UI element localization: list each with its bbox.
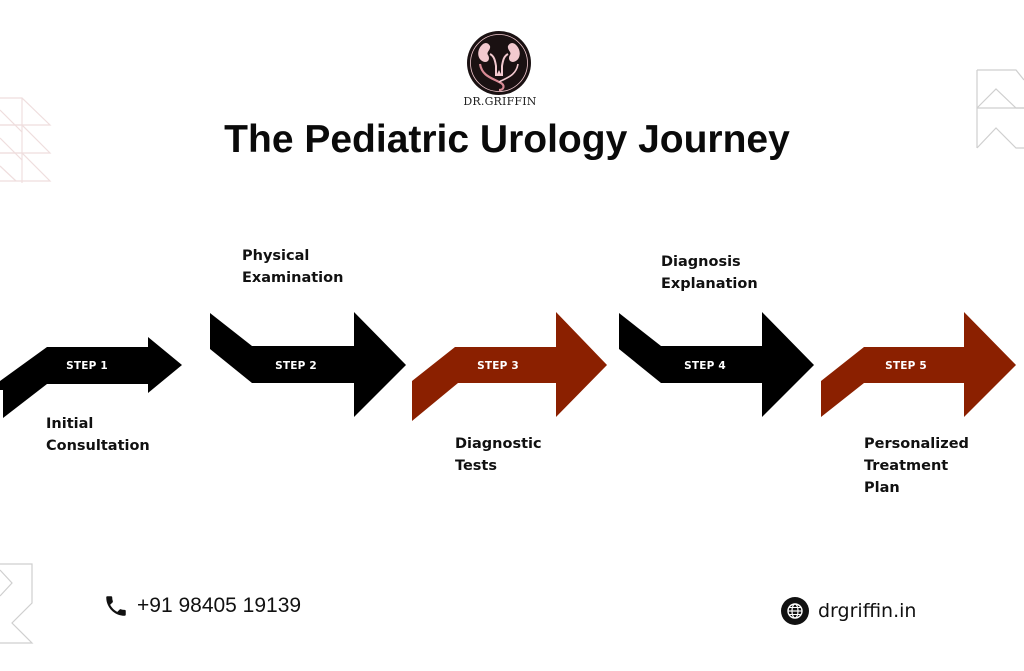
desc-line: Plan: [864, 480, 900, 496]
arrow-shape: [619, 312, 814, 417]
desc-line: Treatment: [864, 458, 949, 474]
kidney-logo-icon: [467, 31, 531, 95]
arrow-shape: [412, 312, 607, 421]
globe-icon: [781, 597, 809, 625]
brand-name: DR.GRIFFIN: [463, 95, 537, 108]
phone-number[interactable]: +91 98405 19139: [137, 594, 302, 617]
phone-contact[interactable]: +91 98405 19139: [103, 593, 301, 619]
arrow-shape: [210, 312, 406, 417]
step-label: STEP 5: [885, 360, 927, 372]
arrow-shape: [821, 312, 1016, 417]
step-arrow-1: STEP 1: [0, 337, 182, 418]
step-description-5: Personalized Treatment Plan: [864, 433, 969, 499]
step-label: STEP 1: [66, 360, 108, 372]
step-arrow-5: STEP 5: [821, 312, 1016, 417]
step-arrow-2: STEP 2: [210, 312, 406, 417]
desc-line: Diagnosis: [661, 254, 741, 270]
step-label: STEP 4: [684, 360, 726, 372]
desc-line: Examination: [242, 270, 344, 286]
step-arrow-4: STEP 4: [619, 312, 814, 417]
website-link[interactable]: drgriffin.in: [818, 600, 917, 622]
step-label: STEP 3: [477, 360, 519, 372]
desc-line: Explanation: [661, 276, 758, 292]
desc-line: Physical: [242, 248, 310, 264]
arrow-shape: [0, 337, 182, 418]
desc-line: Consultation: [46, 438, 150, 454]
step-description-3: Diagnostic Tests: [455, 433, 542, 477]
step-description-2: Physical Examination: [242, 245, 343, 289]
page-title: The Pediatric Urology Journey: [224, 118, 790, 161]
desc-line: Personalized: [864, 436, 969, 452]
phone-icon: [106, 596, 126, 616]
step-description-1: Initial Consultation: [46, 413, 150, 457]
website-contact[interactable]: drgriffin.in: [780, 596, 916, 626]
desc-line: Tests: [455, 458, 497, 474]
step-description-4: Diagnosis Explanation: [661, 251, 758, 295]
desc-line: Diagnostic: [455, 436, 542, 452]
step-arrow-3: STEP 3: [412, 312, 607, 421]
desc-line: Initial: [46, 416, 94, 432]
step-label: STEP 2: [275, 360, 317, 372]
